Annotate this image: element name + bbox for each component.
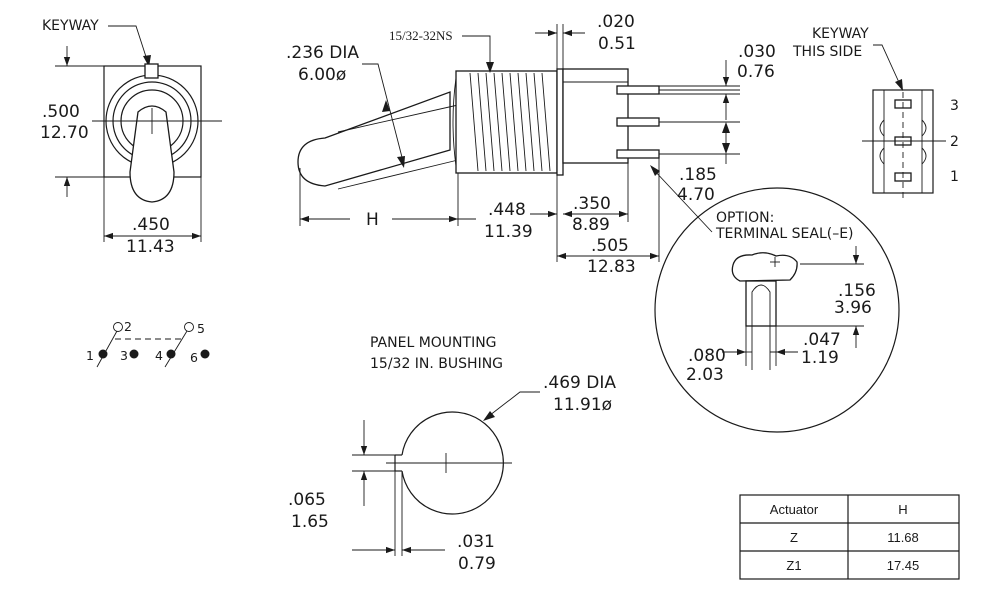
terminal-pin-top — [616, 85, 660, 95]
terminal-2-symbol — [113, 322, 123, 332]
seal-blob — [731, 252, 798, 282]
body-length-mm: 8.89 — [572, 215, 610, 235]
table-cell-actuator-z: Z — [790, 530, 798, 545]
keyway-this-side-line1: KEYWAY — [812, 26, 869, 42]
terminal-label-3: 3 — [120, 348, 128, 363]
table-header-h: H — [898, 502, 907, 517]
terminal-6-symbol — [200, 349, 210, 359]
front-height-in: .500 — [42, 102, 80, 122]
keyway-notch — [144, 63, 159, 79]
seal-inner-in: .047 — [803, 330, 841, 350]
thread-leader — [462, 35, 491, 71]
terminal-pin-bottom — [616, 149, 660, 159]
front-view: KEYWAY .500 12.70 .450 11.43 — [40, 18, 222, 257]
body-length-in: .350 — [573, 194, 611, 214]
lever-side — [297, 91, 451, 187]
table-cell-h-z: 11.68 — [887, 530, 919, 545]
table-header-actuator: Actuator — [770, 502, 819, 517]
flange — [556, 68, 564, 176]
keyway-label: KEYWAY — [42, 18, 99, 34]
pin-pitch-in: .185 — [679, 165, 717, 185]
seal-outer-mm: 2.03 — [686, 365, 724, 385]
front-width-mm: 11.43 — [126, 237, 175, 257]
overall-length-in: .505 — [591, 236, 629, 256]
keyway-this-side-leader — [873, 44, 903, 90]
seal-detail-circle — [654, 187, 900, 433]
bushing-length-in: .448 — [488, 200, 526, 220]
key-depth-mm: 1.65 — [291, 512, 329, 532]
pin-width-in: .030 — [738, 42, 776, 62]
keyway-leader — [108, 25, 150, 67]
terminal-3-symbol — [129, 349, 139, 359]
terminal-4-symbol — [166, 349, 176, 359]
front-height-mm: 12.70 — [40, 123, 89, 143]
hole-dia-leader — [484, 391, 540, 420]
terminal-label-5: 5 — [197, 321, 205, 336]
lever-dia-in: .236 DIA — [286, 43, 359, 63]
lever-dia-leader — [362, 63, 405, 166]
bottom-pin-label-2: 2 — [950, 134, 959, 150]
bushing-length-mm: 11.39 — [484, 222, 533, 242]
switch-body — [562, 68, 629, 164]
seal-option-label: OPTION: — [716, 210, 774, 226]
hole-dia-mm: 11.91ø — [553, 395, 612, 415]
seal-height-mm: 3.96 — [834, 298, 872, 318]
terminal-label-6: 6 — [190, 350, 198, 365]
thread-label: 15/32-32NS — [389, 28, 453, 43]
terminal-seal-detail: OPTION: TERMINAL SEAL(–E) .156 3.96 .080… — [654, 187, 900, 433]
actuator-h-table: Actuator H Z 11.68 Z1 17.45 — [739, 494, 960, 580]
bottom-pin-label-3: 3 — [950, 98, 959, 114]
keyway-this-side-line2: THIS SIDE — [792, 44, 862, 60]
pin-pitch-mm: 4.70 — [677, 185, 715, 205]
table-cell-actuator-z1: Z1 — [786, 558, 801, 573]
bushing — [455, 70, 558, 174]
key-depth-in: .065 — [288, 490, 326, 510]
pin-width-mm: 0.76 — [737, 62, 775, 82]
seal-inner-mm: 1.19 — [801, 348, 839, 368]
panel-mounting-view: PANEL MOUNTING 15/32 IN. BUSHING .469 DI… — [288, 335, 616, 574]
table-cell-h-z1: 17.45 — [887, 558, 920, 573]
bottom-view: KEYWAY THIS SIDE 3 2 1 — [792, 26, 959, 198]
terminal-5-symbol — [184, 322, 194, 332]
terminal-pin-mid — [616, 117, 660, 127]
terminal-label-1: 1 — [86, 348, 94, 363]
switch-schematic: 1 2 3 4 5 6 — [86, 319, 210, 368]
panel-title: PANEL MOUNTING — [370, 335, 497, 351]
thread-lines — [469, 72, 551, 172]
seal-detail-leader — [651, 167, 713, 233]
terminal-label-4: 4 — [155, 348, 163, 363]
bottom-pin-label-1: 1 — [950, 169, 959, 185]
seal-option-name: TERMINAL SEAL(–E) — [715, 226, 854, 242]
lever-tip-front — [129, 105, 175, 203]
key-width-mm: 0.79 — [458, 554, 496, 574]
seal-outer-in: .080 — [688, 346, 726, 366]
overall-length-mm: 12.83 — [587, 257, 636, 277]
key-width-in: .031 — [457, 532, 495, 552]
front-width-in: .450 — [132, 215, 170, 235]
seal-terminal — [745, 280, 777, 327]
flange-in: .020 — [597, 12, 635, 32]
hole-dia-in: .469 DIA — [543, 373, 616, 393]
h-label: H — [366, 210, 379, 230]
flange-mm: 0.51 — [598, 34, 636, 54]
terminal-label-2: 2 — [124, 319, 132, 334]
side-view: 15/32-32NS .236 DIA 6.00ø H .448 11.39 .… — [286, 12, 776, 277]
lever-dia-mm: 6.00ø — [298, 65, 346, 85]
seal-height-in: .156 — [838, 281, 876, 301]
panel-subtitle: 15/32 IN. BUSHING — [370, 356, 503, 372]
